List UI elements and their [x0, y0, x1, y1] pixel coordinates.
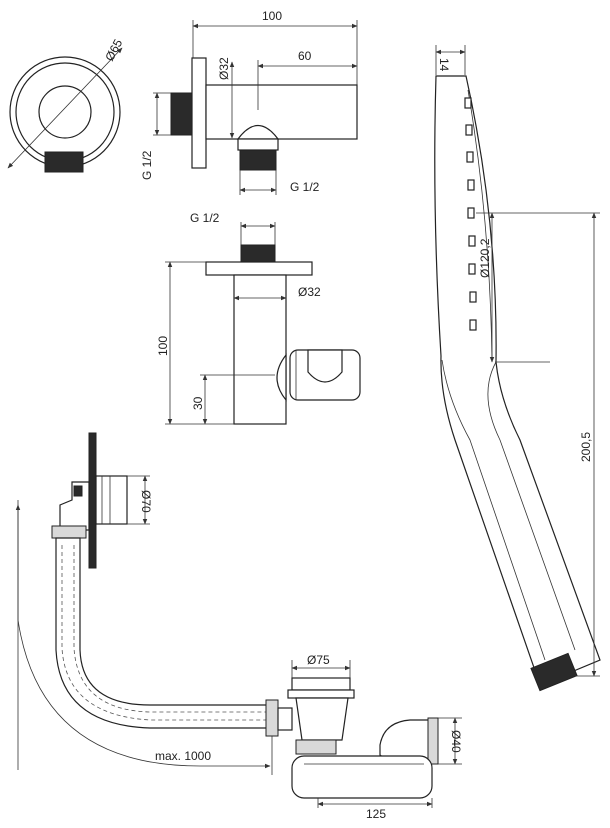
- height-30-label: 30: [191, 396, 205, 410]
- max-1000-label: max. 1000: [155, 749, 211, 763]
- g12-left-label: G 1/2: [140, 150, 154, 180]
- arm-60-label: 60: [298, 49, 312, 63]
- wall-bracket-side-view: G 1/2 Ø32 100 30: [156, 211, 361, 425]
- spray-nozzles: [464, 97, 477, 331]
- wall-thread: [170, 92, 193, 136]
- wall-elbow-front-view: Ø65: [7, 37, 125, 173]
- diameter-32-top-label: Ø32: [217, 57, 231, 80]
- shower-thread: [530, 652, 578, 692]
- drain-body: [295, 697, 349, 741]
- diameter-40-label: Ø40: [449, 730, 463, 753]
- trap-outlet-nut: [427, 717, 439, 765]
- drain-nut: [295, 739, 337, 755]
- bracket-thread: [240, 244, 276, 263]
- bracket-body: [233, 274, 287, 425]
- trap-body: [291, 755, 433, 799]
- hand-shower: 14 Ø120,2 200,5: [434, 45, 601, 692]
- g12-bottom-label: G 1/2: [290, 180, 320, 194]
- elbow-arm: [205, 84, 358, 140]
- length-200-label: 200,5: [579, 432, 593, 462]
- width-100-label: 100: [262, 9, 282, 23]
- diameter-65-label: Ø65: [102, 37, 125, 64]
- diameter-32-mid-label: Ø32: [298, 285, 321, 299]
- bath-wall: [88, 432, 97, 569]
- diameter-70-label: Ø70: [139, 490, 153, 513]
- g12-mid-label: G 1/2: [190, 211, 220, 225]
- overflow-pipe: [55, 537, 271, 729]
- overflow-nut: [51, 525, 87, 539]
- shower-14-label: 14: [437, 58, 451, 72]
- diameter-120-label: Ø120,2: [478, 238, 492, 278]
- pipe-nut: [265, 699, 279, 737]
- wall-flange: [191, 57, 207, 169]
- overflow-cap: [95, 475, 128, 525]
- thread-connector: [44, 151, 84, 173]
- diameter-75-label: Ø75: [307, 653, 330, 667]
- bracket-flange: [205, 261, 313, 276]
- wall-elbow-side-view: 100 G 1/2 Ø32 60 G 1/2: [140, 9, 358, 195]
- height-100-label: 100: [156, 336, 170, 356]
- hose-thread: [239, 149, 277, 171]
- width-125-label: 125: [366, 807, 386, 821]
- bath-waste-overflow: Ø70 Ø75 Ø40 max. 1000 125: [15, 432, 463, 821]
- drain-top: [291, 677, 351, 691]
- shower-body: [434, 75, 601, 686]
